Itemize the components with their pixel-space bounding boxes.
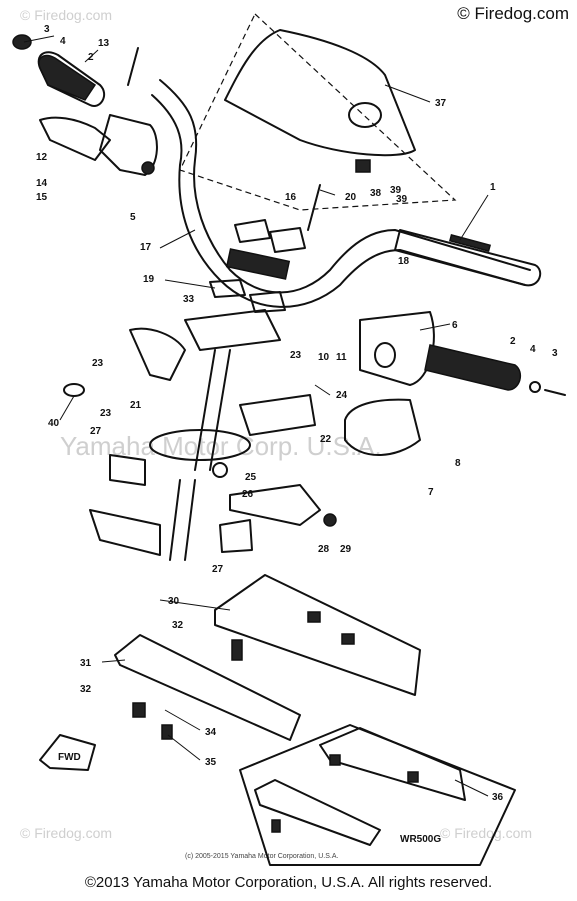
callout: 22 bbox=[320, 434, 332, 445]
callout: 33 bbox=[183, 294, 195, 305]
callout: 3 bbox=[44, 24, 50, 35]
callout: 14 bbox=[36, 178, 48, 189]
faint-watermark-top: © Firedog.com bbox=[20, 7, 112, 23]
callout: 39 bbox=[390, 185, 402, 196]
fwd-label: FWD bbox=[58, 752, 81, 763]
callout: 27 bbox=[212, 564, 224, 575]
copyright-footer: ©2013 Yamaha Motor Corporation, U.S.A. A… bbox=[84, 874, 493, 891]
callout: 35 bbox=[205, 757, 217, 768]
model-label: WR500G bbox=[400, 834, 441, 845]
callout: 6 bbox=[452, 320, 458, 331]
callout: 34 bbox=[205, 727, 217, 738]
handlebar-clamps bbox=[209, 184, 321, 313]
steering-column bbox=[63, 309, 337, 561]
callout: 13 bbox=[98, 38, 110, 49]
callout: 32 bbox=[80, 684, 92, 695]
callout: 5 bbox=[130, 212, 136, 223]
fwd-arrow-icon: FWD bbox=[39, 734, 96, 771]
callout: 10 bbox=[318, 352, 330, 363]
wr500g-inset: WR500G bbox=[239, 724, 516, 866]
right-grip bbox=[424, 344, 566, 396]
callout: 7 bbox=[428, 487, 434, 498]
callout: 20 bbox=[345, 192, 357, 203]
callout: 24 bbox=[336, 390, 348, 401]
callout: 15 bbox=[36, 192, 48, 203]
callout: 17 bbox=[140, 242, 152, 253]
callout: 18 bbox=[398, 256, 410, 267]
mount-bracket-31 bbox=[114, 634, 301, 741]
callout: 39 bbox=[396, 194, 408, 205]
left-grip bbox=[12, 34, 106, 107]
handlebar bbox=[151, 79, 531, 308]
callout: 21 bbox=[130, 400, 142, 411]
faint-watermark-bottom-left: © Firedog.com bbox=[20, 825, 112, 841]
center-watermark: Yamaha Motor Corp. U.S.A. bbox=[60, 431, 382, 461]
callout: 23 bbox=[100, 408, 112, 419]
callout: 38 bbox=[370, 188, 382, 199]
callout-labels: 3 4 2 13 12 14 15 5 17 19 16 20 37 39 38… bbox=[23, 24, 558, 803]
handlebar-pad bbox=[179, 13, 457, 211]
callout: 16 bbox=[285, 192, 297, 203]
callout: 2 bbox=[510, 336, 516, 347]
callout: 11 bbox=[336, 352, 347, 363]
faint-watermark-bottom-right: © Firedog.com bbox=[440, 825, 532, 841]
callout: 3 bbox=[552, 348, 558, 359]
callout: 23 bbox=[92, 358, 104, 369]
callout: 4 bbox=[60, 36, 66, 47]
callout: 2 bbox=[88, 52, 94, 63]
callout: 25 bbox=[245, 472, 257, 483]
callout: 40 bbox=[48, 418, 60, 429]
small-copyright: (c) 2005-2015 Yamaha Motor Corporation, … bbox=[185, 853, 338, 860]
mount-bracket-30 bbox=[214, 574, 421, 696]
callout: 4 bbox=[530, 344, 536, 355]
callout: 27 bbox=[90, 426, 102, 437]
callout: 28 bbox=[318, 544, 330, 555]
callout: 31 bbox=[80, 658, 92, 669]
callout: 26 bbox=[242, 489, 254, 500]
firedog-watermark: © Firedog.com bbox=[457, 4, 569, 23]
callout: 23 bbox=[290, 350, 302, 361]
callout: 8 bbox=[455, 458, 461, 469]
callout: 1 bbox=[490, 182, 496, 193]
callout: 29 bbox=[340, 544, 352, 555]
callout: 12 bbox=[36, 152, 48, 163]
callout: 19 bbox=[143, 274, 155, 285]
callout: 36 bbox=[492, 792, 504, 803]
callout: 32 bbox=[172, 620, 184, 631]
clutch-lever-bracket bbox=[39, 114, 158, 176]
callout: 37 bbox=[435, 98, 447, 109]
throttle-grip bbox=[394, 229, 542, 287]
